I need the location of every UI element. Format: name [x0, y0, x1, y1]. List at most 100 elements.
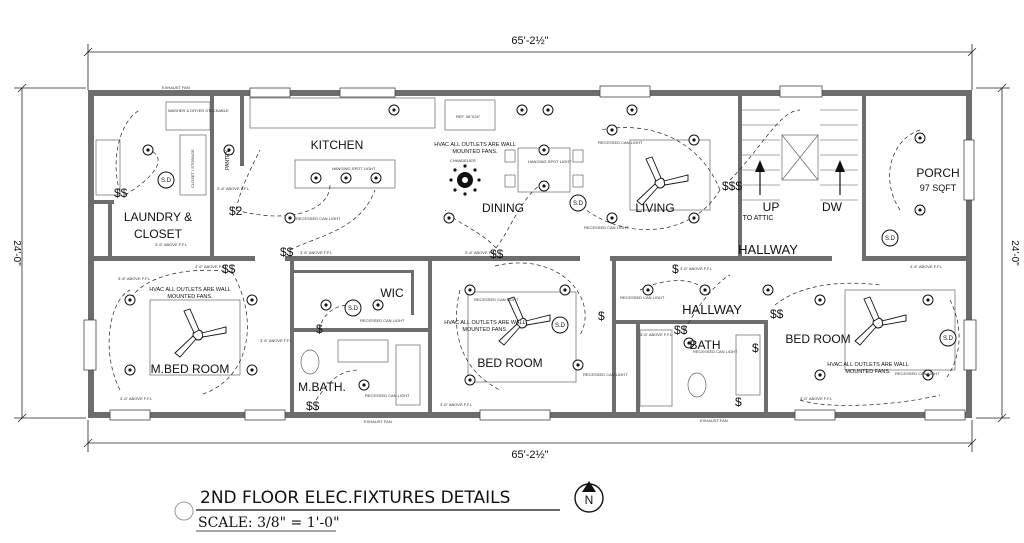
switch-symbol: $ [316, 322, 323, 336]
svg-text:CLOSET / STORAGE: CLOSET / STORAGE [190, 149, 195, 188]
svg-text:RECESSED CAN LIGHT: RECESSED CAN LIGHT [584, 225, 629, 230]
room-label-bedroom-right: BED ROOM [785, 332, 850, 346]
svg-text:3'-6" ABOVE F.F.L: 3'-6" ABOVE F.F.L [910, 264, 943, 269]
svg-text:EXHAUST FAN: EXHAUST FAN [700, 418, 728, 423]
svg-text:3'-6" ABOVE F.F.L: 3'-6" ABOVE F.F.L [155, 242, 188, 247]
hvac-note: MOUNTED FANS. [845, 369, 891, 375]
room-label-hallway-upper: HALLWAY [738, 242, 798, 257]
svg-text:3'-6" ABOVE F.F.L: 3'-6" ABOVE F.F.L [800, 396, 833, 401]
switch-symbol: $$ [770, 307, 784, 321]
switch-symbols: $$ $2 $$ $$ $$$ $$ $ $$ $ $$ $ $$ $ $ [114, 179, 784, 413]
svg-text:3'-6" ABOVE F.F.L: 3'-6" ABOVE F.F.L [680, 266, 713, 271]
svg-text:RECESSED CAN LIGHT: RECESSED CAN LIGHT [365, 393, 410, 398]
switch-symbol: $$$ [722, 179, 742, 193]
chandelier-icon [449, 164, 481, 196]
svg-text:3'-6" ABOVE F.F.L: 3'-6" ABOVE F.F.L [195, 264, 228, 269]
svg-text:RECESSED CAN LIGHT: RECESSED CAN LIGHT [598, 140, 643, 145]
furniture-outlines [95, 97, 956, 407]
room-label-master-bedroom: M.BED ROOM [151, 362, 230, 376]
switch-symbol: $$ [490, 247, 504, 261]
dimension-lines [14, 44, 1010, 452]
bottom-dimension: 65'-2½" [511, 449, 548, 461]
room-label-closet: CLOSET [134, 227, 183, 241]
svg-text:3'-6" ABOVE F.F.L: 3'-6" ABOVE F.F.L [300, 250, 333, 255]
room-label-hallway-lower: HALLWAY [682, 302, 742, 317]
room-label-master-bath: M.BATH. [298, 380, 346, 394]
hvac-note: MOUNTED FANS. [452, 149, 498, 155]
svg-text:REF. 35"X24": REF. 35"X24" [456, 114, 481, 119]
switch-symbol: $ [598, 309, 605, 323]
room-labels: KITCHEN DINING LIVING PORCH 97 SQFT LAUN… [124, 138, 960, 394]
hvac-note: MOUNTED FANS. [167, 294, 213, 300]
ceiling-fan-icon [636, 156, 689, 206]
room-label-porch: PORCH [916, 166, 959, 180]
smoke-detector-label: S.D [348, 306, 359, 312]
exterior-walls [83, 85, 977, 421]
switch-symbol: $$ [306, 399, 320, 413]
smoke-detector-label: S.D [555, 323, 566, 329]
svg-text:RECESSED CAN LIGHT: RECESSED CAN LIGHT [895, 371, 940, 376]
svg-text:3'-6" ABOVE F.F.L: 3'-6" ABOVE F.F.L [120, 396, 153, 401]
svg-text:3'-6" ABOVE F.F.L: 3'-6" ABOVE F.F.L [260, 338, 293, 343]
room-label-bath: BATH [689, 338, 720, 352]
svg-text:EXHAUST FAN: EXHAUST FAN [162, 85, 190, 90]
title-block: 2ND FLOOR ELEC.FIXTURES DETAILS SCALE: 3… [174, 488, 560, 532]
room-label-wic: WIC [380, 286, 404, 300]
ceiling-fan-icon [174, 308, 227, 358]
svg-text:RECESSED CAN LIGHT: RECESSED CAN LIGHT [474, 297, 519, 302]
recessed-light-icons [124, 104, 934, 391]
svg-text:HANGING SPOT LIGHT: HANGING SPOT LIGHT [332, 166, 376, 171]
switch-symbol: $$ [222, 262, 236, 276]
fixture-annotations: RECESSED CAN LIGHT HANGING SPOT LIGHT CH… [118, 85, 943, 424]
smoke-detector-label: S.D [573, 201, 584, 207]
svg-text:CHANDELIER: CHANDELIER [450, 158, 476, 163]
switch-symbol: $$ [280, 245, 294, 259]
svg-text:RECESSED CAN LIGHT: RECESSED CAN LIGHT [620, 295, 665, 300]
hvac-notes: HVAC ALL OUTLETS ARE WALL MOUNTED FANS. … [149, 142, 908, 375]
interior-walls [88, 96, 968, 412]
stair-arrow-icons [755, 160, 845, 195]
room-label-pantry: PANTRY [225, 149, 231, 169]
hvac-note: HVAC ALL OUTLETS ARE WALL [827, 362, 908, 368]
smoke-detector-icons [157, 171, 957, 347]
smoke-detector-label: S.D [885, 236, 896, 242]
ceiling-fan-icon [854, 296, 907, 346]
switch-symbol: $2 [229, 204, 243, 218]
ceiling-fan-icon [498, 296, 551, 346]
hvac-note: HVAC ALL OUTLETS ARE WALL [444, 320, 525, 326]
svg-text:3'-6" ABOVE F.F.L: 3'-6" ABOVE F.F.L [465, 250, 498, 255]
smoke-detector-label: S.D [943, 336, 954, 342]
switch-symbol: $$ [674, 323, 688, 337]
right-dimension: 24'-0" [1009, 240, 1020, 266]
svg-text:3'-6" ABOVE F.F.L: 3'-6" ABOVE F.F.L [440, 402, 473, 407]
wiring-lines [108, 109, 960, 406]
svg-text:EXHAUST FAN: EXHAUST FAN [364, 419, 392, 424]
drawing-title: 2ND FLOOR ELEC.FIXTURES DETAILS [200, 488, 510, 508]
top-dimension: 65'-2½" [511, 35, 548, 47]
stair-label-up: UP [763, 200, 780, 214]
hvac-note: MOUNTED FANS. [462, 327, 508, 333]
svg-text:3'-6" ABOVE F.F.L: 3'-6" ABOVE F.F.L [217, 186, 250, 191]
hvac-note: HVAC ALL OUTLETS ARE WALL [434, 142, 515, 148]
switch-symbol: $ [672, 262, 679, 276]
room-label-bedroom-center: BED ROOM [477, 356, 542, 370]
room-label-laundry: LAUNDRY & [124, 210, 192, 224]
north-arrow-icon: N [574, 481, 604, 513]
svg-text:3'-6" ABOVE F.F.L: 3'-6" ABOVE F.F.L [118, 276, 151, 281]
svg-text:3'-6" ABOVE F.F.L: 3'-6" ABOVE F.F.L [640, 332, 673, 337]
switch-symbol: $ [735, 395, 742, 409]
svg-text:RECESSED CAN LIGHT: RECESSED CAN LIGHT [360, 318, 405, 323]
to-attic-label: TO ATTIC [743, 215, 774, 222]
smoke-detector-label: S.D [161, 178, 172, 184]
svg-text:RECESSED CAN LIGHT: RECESSED CAN LIGHT [693, 349, 738, 354]
left-dimension: 24'-0" [11, 240, 22, 266]
hvac-note: HVAC ALL OUTLETS ARE WALL [149, 287, 230, 293]
porch-area: 97 SQFT [920, 183, 957, 193]
svg-text:RECESSED CAN LIGHT: RECESSED CAN LIGHT [296, 216, 341, 221]
north-label: N [585, 493, 594, 507]
switch-symbol: $$ [114, 186, 128, 200]
stair-label-dw: DW [822, 200, 843, 214]
room-label-living: LIVING [635, 201, 674, 215]
svg-text:WASHER & DRYER STACKABLE: WASHER & DRYER STACKABLE [168, 108, 229, 113]
